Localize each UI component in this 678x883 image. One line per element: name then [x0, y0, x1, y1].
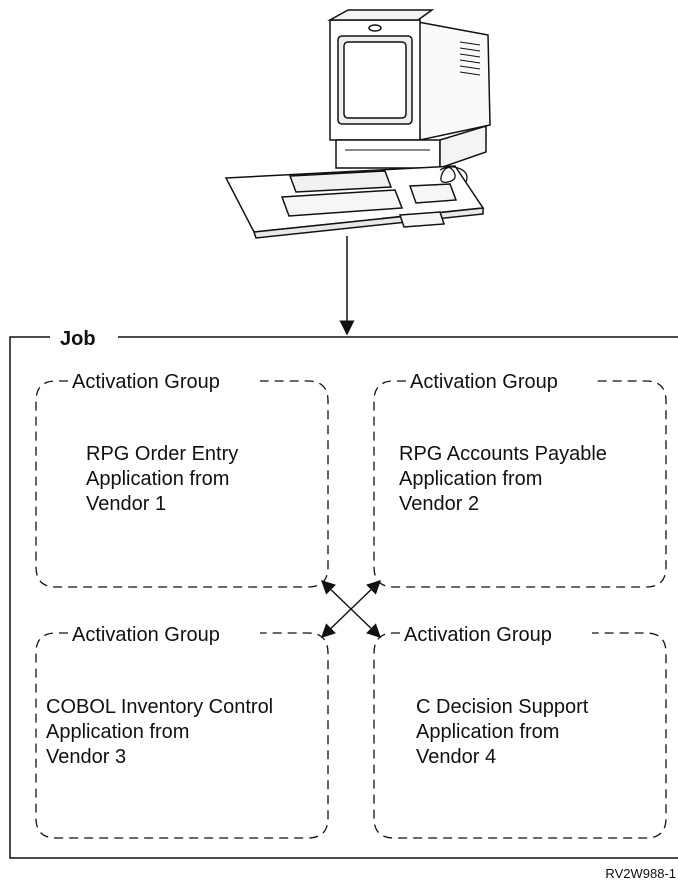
job-frame: Job: [9, 328, 678, 859]
activation-group-4: Activation Group C Decision Support Appl…: [373, 624, 667, 839]
activation-group-line: Application from: [86, 468, 229, 490]
activation-group-line: Vendor 2: [399, 493, 479, 515]
activation-group-line: Vendor 3: [46, 746, 126, 768]
figure-id-label: RV2W988-1: [605, 866, 676, 881]
activation-group-title: Activation Group: [72, 371, 220, 393]
cross-arrow-vendor1-vendor4: [320, 580, 382, 638]
activation-group-line: COBOL Inventory Control: [46, 696, 273, 718]
activation-group-line: C Decision Support: [416, 696, 589, 718]
activation-group-line: Application from: [416, 721, 559, 743]
activation-group-line: Application from: [46, 721, 189, 743]
activation-group-line: Vendor 4: [416, 746, 496, 768]
activation-group-line: Application from: [399, 468, 542, 490]
activation-group-2: Activation Group RPG Accounts Payable Ap…: [373, 371, 667, 588]
activation-group-3: Activation Group COBOL Inventory Control…: [35, 624, 329, 839]
activation-group-title: Activation Group: [72, 624, 220, 646]
activation-group-1: Activation Group RPG Order Entry Applica…: [35, 371, 329, 588]
workstation-terminal-icon: [224, 9, 491, 239]
activation-group-line: RPG Order Entry: [86, 443, 238, 465]
activation-group-title: Activation Group: [410, 371, 558, 393]
activation-group-line: Vendor 1: [86, 493, 166, 515]
job-label: Job: [60, 328, 96, 350]
activation-group-line: RPG Accounts Payable: [399, 443, 607, 465]
activation-group-title: Activation Group: [404, 624, 552, 646]
